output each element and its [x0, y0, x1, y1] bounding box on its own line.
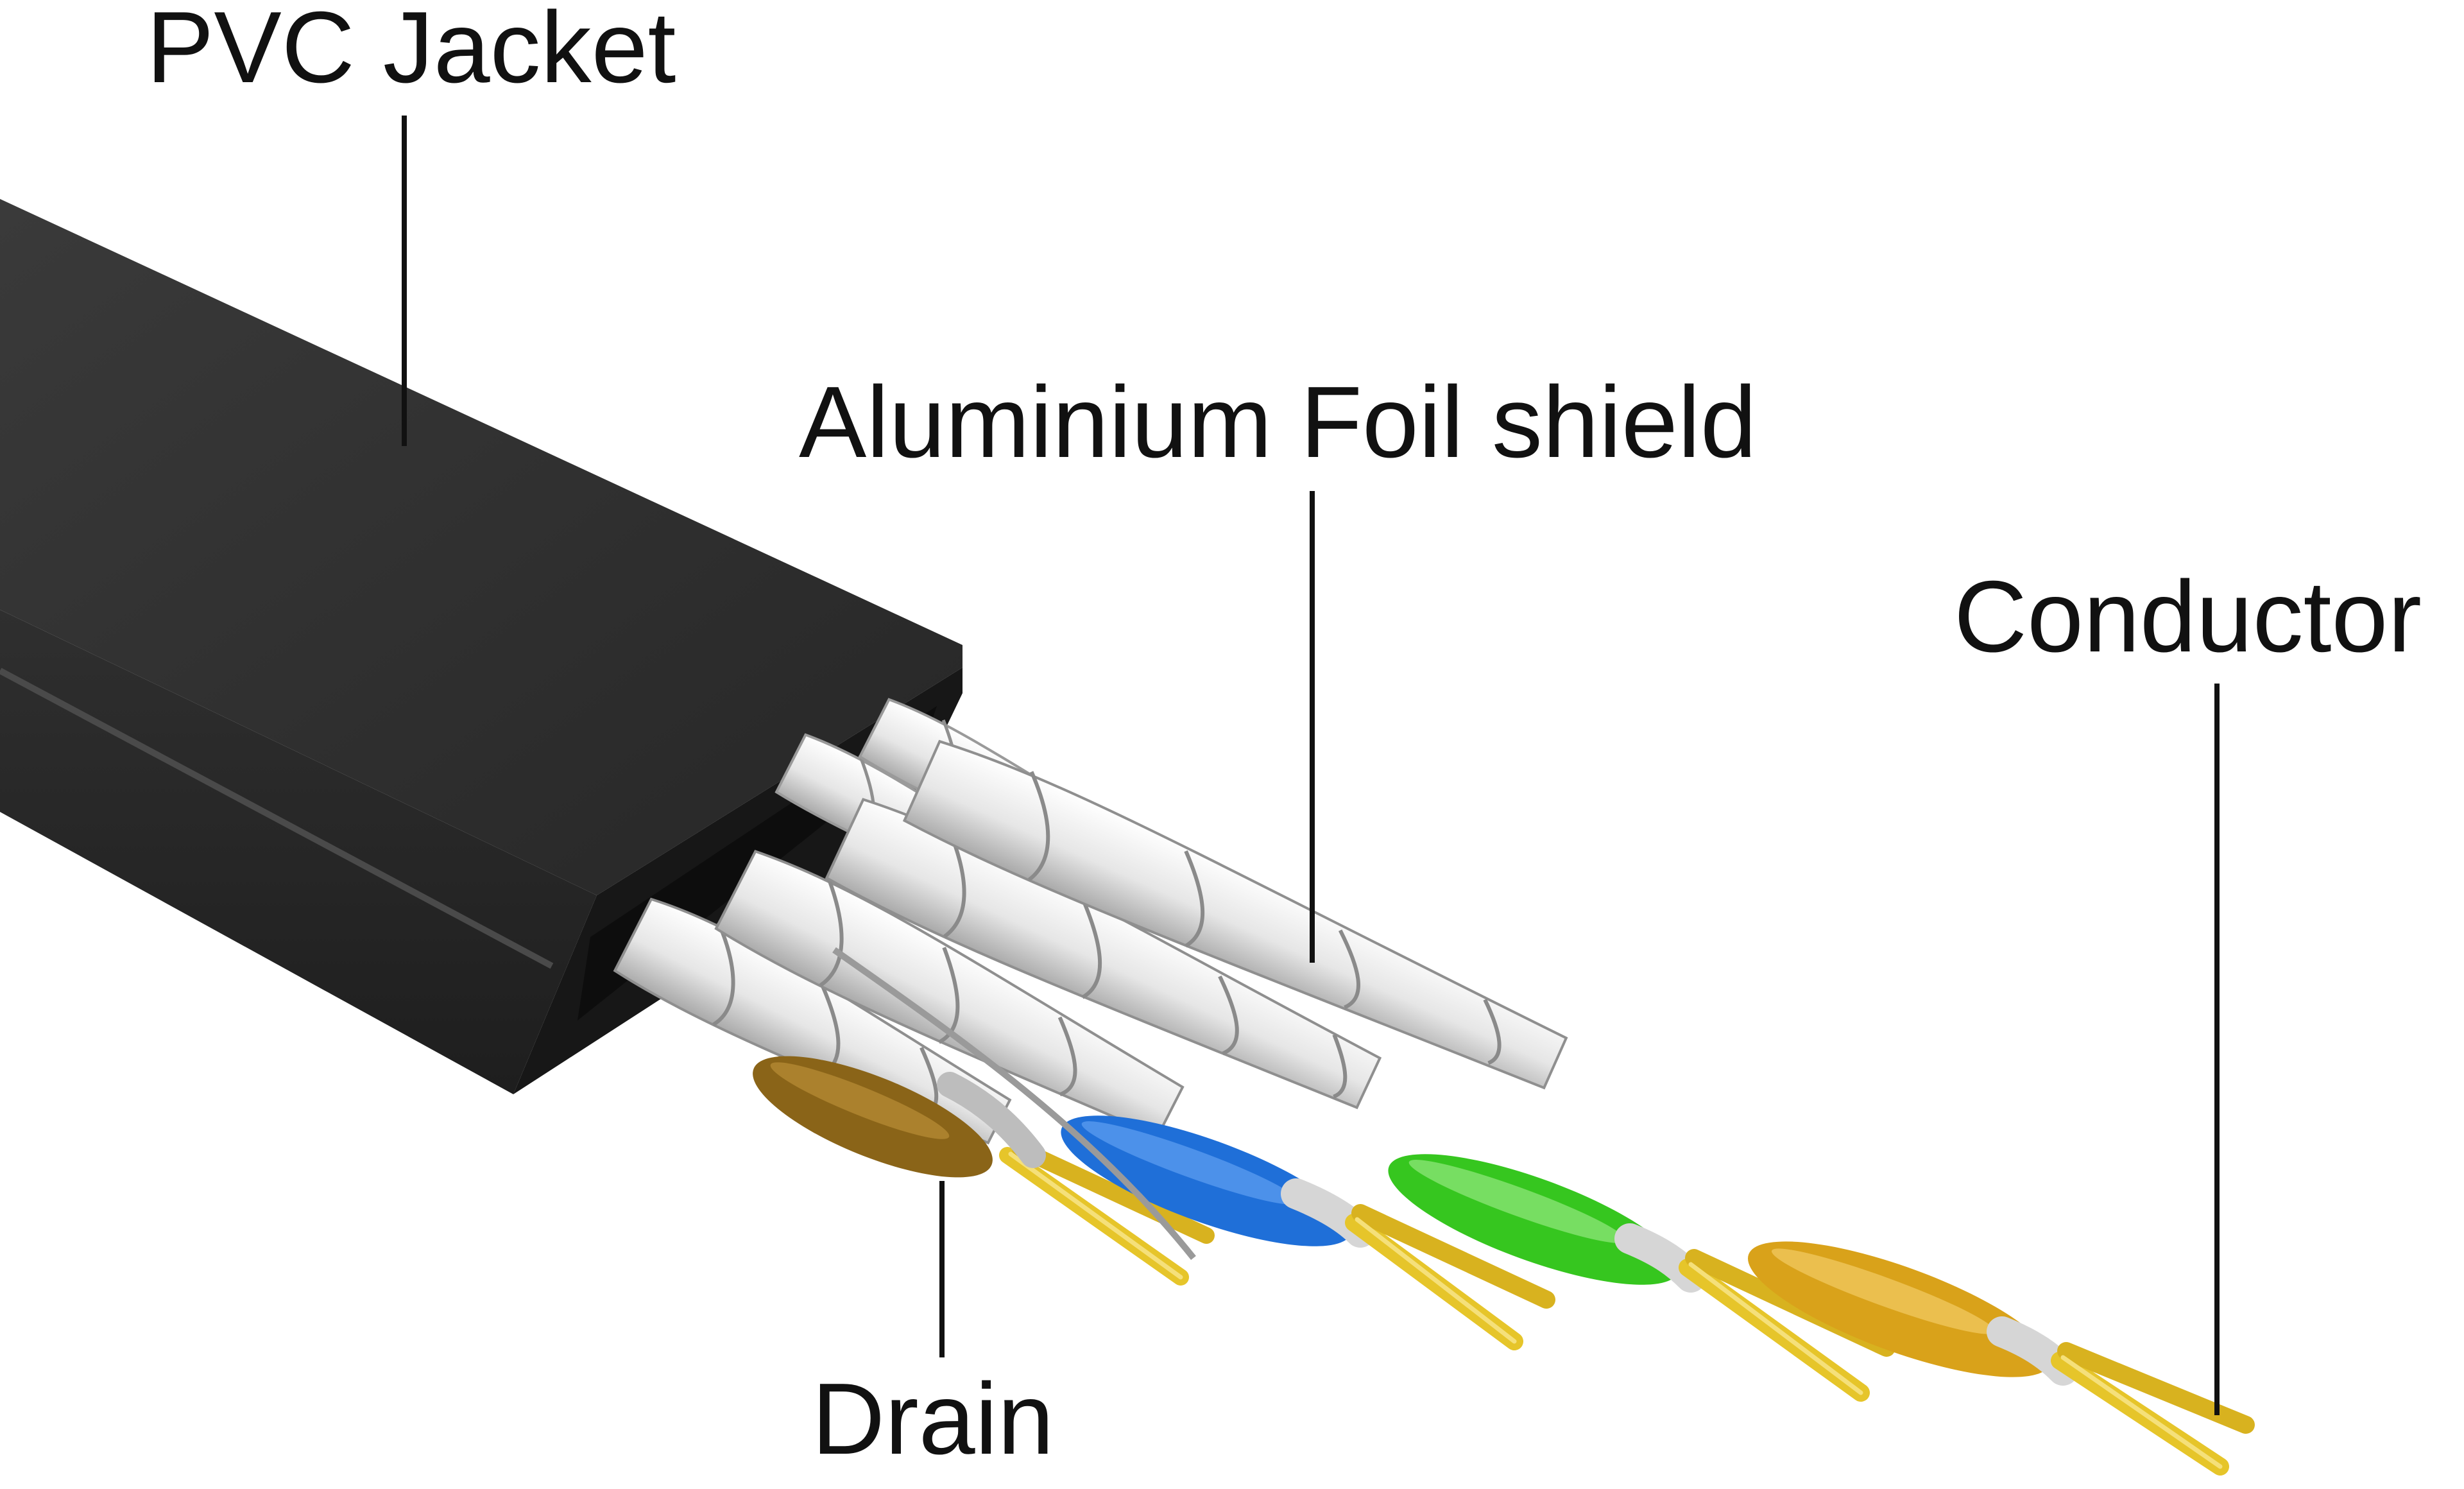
conductor-pair-1: [999, 1140, 1215, 1286]
conductor-pair-2: [1345, 1204, 1555, 1350]
jacket-side-face: [0, 610, 597, 1094]
foil-shield-pair-4: [902, 739, 1568, 1090]
pair-blue: [714, 850, 1555, 1350]
jacket-top-face: [0, 199, 963, 895]
label-pvc-jacket: PVC Jacket: [146, 0, 676, 104]
pair-orange: [902, 739, 2255, 1476]
label-foil-shield: Aluminium Foil shield: [799, 366, 1757, 479]
label-conductor: Conductor: [1954, 560, 2422, 673]
label-drain: Drain: [812, 1363, 1054, 1476]
jacket-edge-highlight: [0, 667, 554, 969]
pair-brown: [613, 897, 1215, 1286]
drain-wire: [832, 947, 1196, 1261]
